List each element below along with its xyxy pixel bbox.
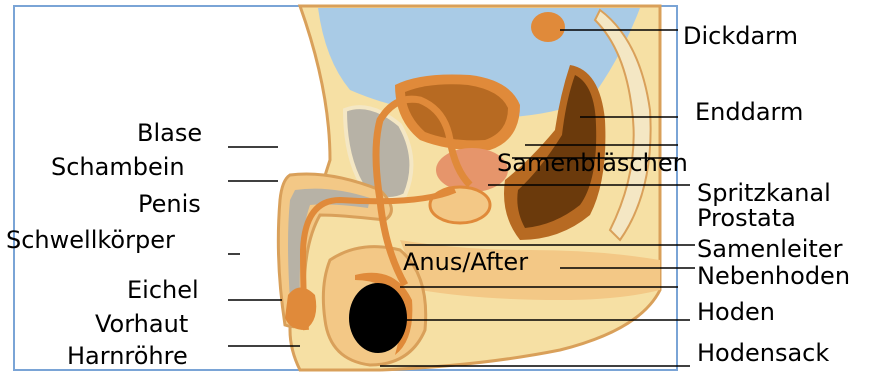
label-dickdarm: Dickdarm [683, 22, 798, 50]
testis [349, 283, 407, 353]
label-prostata: Prostata [697, 204, 796, 232]
label-schambein: Schambein [51, 153, 185, 181]
label-hodensack: Hodensack [697, 339, 829, 367]
label-hoden: Hoden [697, 298, 775, 326]
label-vorhaut: Vorhaut [95, 310, 188, 338]
label-anus: Anus/After [403, 248, 528, 276]
label-eichel: Eichel [127, 276, 199, 304]
label-nebenhoden: Nebenhoden [697, 262, 850, 290]
label-samenleiter: Samenleiter [697, 235, 843, 263]
colon [531, 12, 565, 42]
label-harnroehre: Harnröhre [67, 342, 188, 370]
label-spritzkanal: Spritzkanal [697, 179, 831, 207]
label-penis: Penis [138, 190, 201, 218]
label-blase: Blase [137, 119, 202, 147]
label-samenblaeschen: Samenbläschen [497, 149, 688, 177]
label-enddarm: Enddarm [695, 98, 803, 126]
label-schwellkoerper: Schwellkörper [6, 226, 175, 254]
